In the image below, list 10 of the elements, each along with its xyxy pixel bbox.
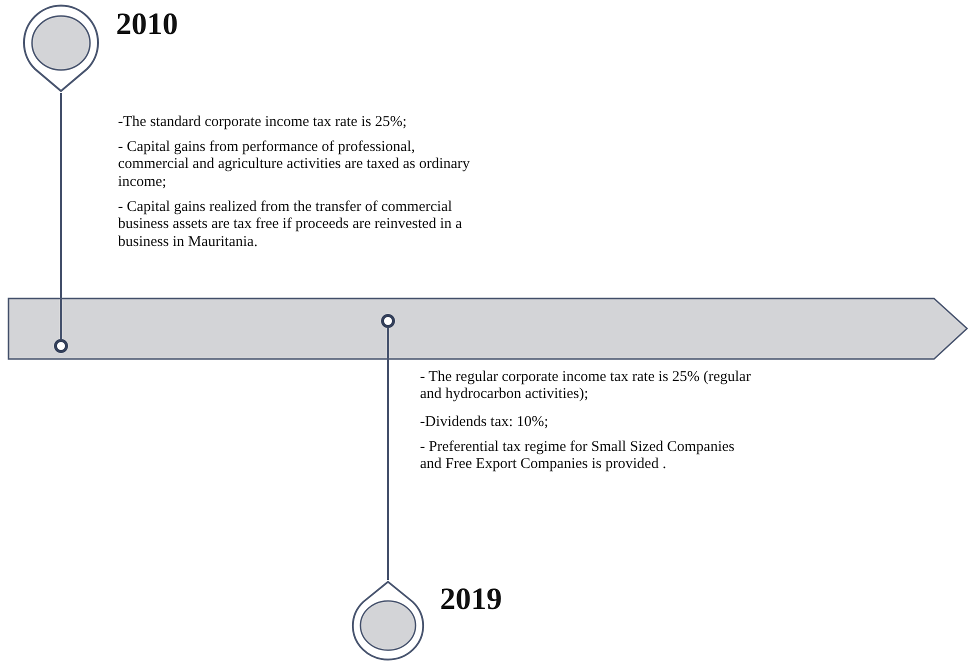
bullet-text: - Preferential tax regime for Small Sized Companies and Free Export Companies is provided .: [420, 439, 736, 474]
connector-line: [60, 93, 62, 339]
bullet-text: - Capital gains from performance of professional, commercial and agriculture activities are taxed as ordinary income;: [118, 139, 471, 191]
bullet-text: -Dividends tax: 10%;: [420, 414, 550, 432]
bullet-text: -The standard corporate income tax rate is 25%;: [118, 114, 408, 132]
year-label: 2019: [440, 583, 502, 614]
connector-line: [387, 328, 389, 580]
year-label: 2010: [116, 8, 178, 39]
bullet-text: - Capital gains realized from the transfer of commercial business assets are tax free if proceeds are reinvested in a business in Mauritania.: [118, 199, 464, 251]
bullet-text: - The regular corporate income tax rate is 25% (regular and hydrocarbon activities);: [420, 369, 752, 404]
